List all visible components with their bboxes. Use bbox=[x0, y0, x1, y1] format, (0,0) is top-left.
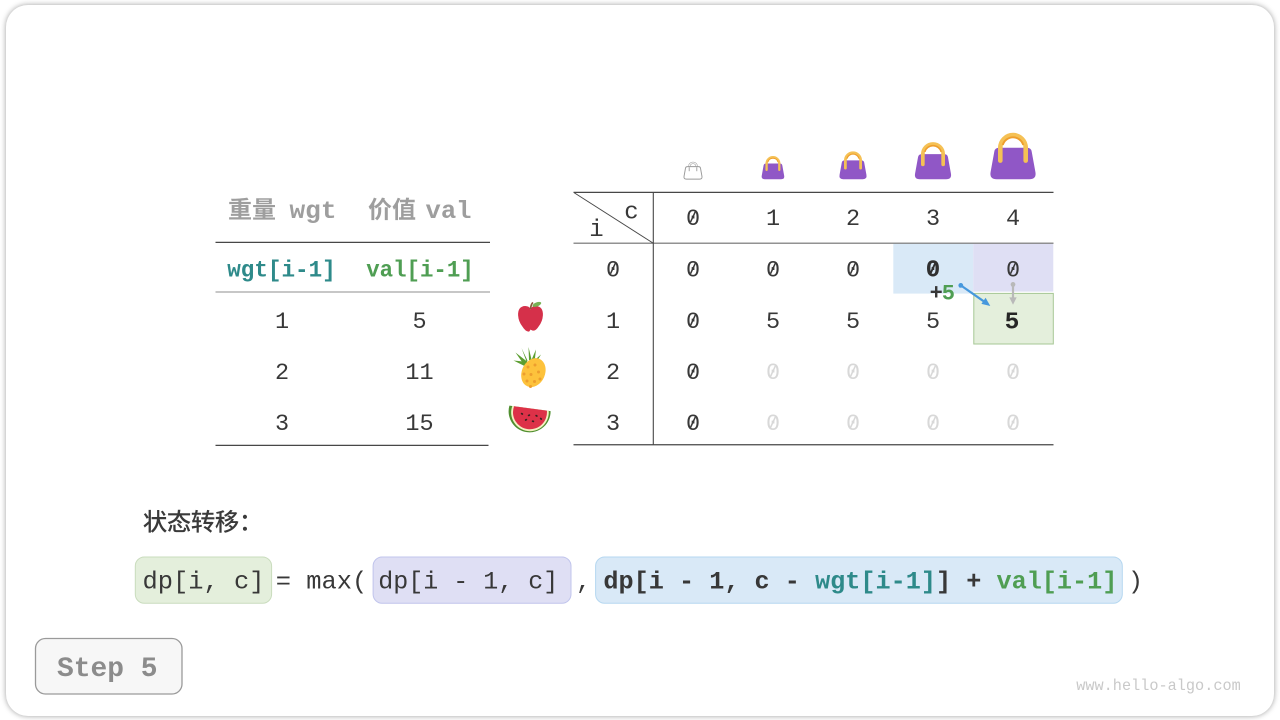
svg-text:www.hello-algo.com: www.hello-algo.com bbox=[1076, 677, 1241, 695]
svg-text:,: , bbox=[576, 568, 591, 597]
svg-text:dp[i - 1, c]: dp[i - 1, c] bbox=[378, 568, 558, 597]
svg-text:3: 3 bbox=[926, 206, 940, 233]
svg-text:5: 5 bbox=[766, 309, 780, 336]
svg-text:5: 5 bbox=[412, 309, 426, 336]
svg-text:0: 0 bbox=[1006, 257, 1020, 284]
svg-text:0: 0 bbox=[686, 411, 700, 438]
svg-text:0: 0 bbox=[606, 257, 620, 284]
svg-text:c: c bbox=[624, 200, 638, 227]
svg-text:0: 0 bbox=[686, 309, 700, 336]
svg-text:0: 0 bbox=[846, 257, 860, 284]
svg-text:3: 3 bbox=[275, 411, 289, 438]
svg-text:0: 0 bbox=[1006, 411, 1020, 438]
svg-text:wgt: wgt bbox=[290, 197, 337, 226]
svg-text:3: 3 bbox=[606, 411, 620, 438]
svg-text:i: i bbox=[589, 217, 603, 244]
svg-text:0: 0 bbox=[846, 411, 860, 438]
svg-text:0: 0 bbox=[926, 360, 940, 387]
svg-text:0: 0 bbox=[686, 206, 700, 233]
svg-text:1: 1 bbox=[275, 309, 289, 336]
svg-text:5: 5 bbox=[926, 309, 940, 336]
svg-text:1: 1 bbox=[766, 206, 780, 233]
svg-text:dp[i - 1, c -: dp[i - 1, c - bbox=[603, 568, 815, 597]
svg-text:1: 1 bbox=[606, 309, 620, 336]
svg-text:val[i-1]: val[i-1] bbox=[366, 258, 474, 284]
svg-text:2: 2 bbox=[275, 360, 289, 387]
svg-text:0: 0 bbox=[846, 360, 860, 387]
svg-text:0: 0 bbox=[1006, 360, 1020, 387]
svg-text:dp[i, c]: dp[i, c] bbox=[143, 568, 265, 597]
svg-text:5: 5 bbox=[846, 309, 860, 336]
svg-text:val[i-1]: val[i-1] bbox=[996, 568, 1117, 597]
svg-text:= max(: = max( bbox=[276, 568, 368, 597]
svg-text:] +: ] + bbox=[936, 568, 997, 597]
svg-text:val: val bbox=[426, 197, 472, 226]
svg-text:5: 5 bbox=[942, 282, 955, 307]
svg-text:0: 0 bbox=[766, 411, 780, 438]
svg-text:0: 0 bbox=[686, 257, 700, 284]
svg-text:Step 5: Step 5 bbox=[57, 654, 158, 685]
svg-text:wgt[i-1]: wgt[i-1] bbox=[227, 258, 336, 284]
svg-text:wgt[i-1]: wgt[i-1] bbox=[815, 568, 936, 597]
svg-text:2: 2 bbox=[846, 206, 860, 233]
svg-text:11: 11 bbox=[405, 360, 433, 387]
svg-text:0: 0 bbox=[926, 258, 941, 285]
svg-text:15: 15 bbox=[405, 411, 433, 438]
svg-text:+: + bbox=[930, 282, 943, 307]
svg-text:0: 0 bbox=[686, 360, 700, 387]
svg-text:0: 0 bbox=[766, 257, 780, 284]
svg-text:2: 2 bbox=[606, 360, 620, 387]
svg-text:5: 5 bbox=[1005, 309, 1020, 336]
svg-text:0: 0 bbox=[926, 411, 940, 438]
svg-text:4: 4 bbox=[1006, 206, 1020, 233]
svg-text:0: 0 bbox=[766, 360, 780, 387]
svg-text:): ) bbox=[1128, 568, 1143, 597]
